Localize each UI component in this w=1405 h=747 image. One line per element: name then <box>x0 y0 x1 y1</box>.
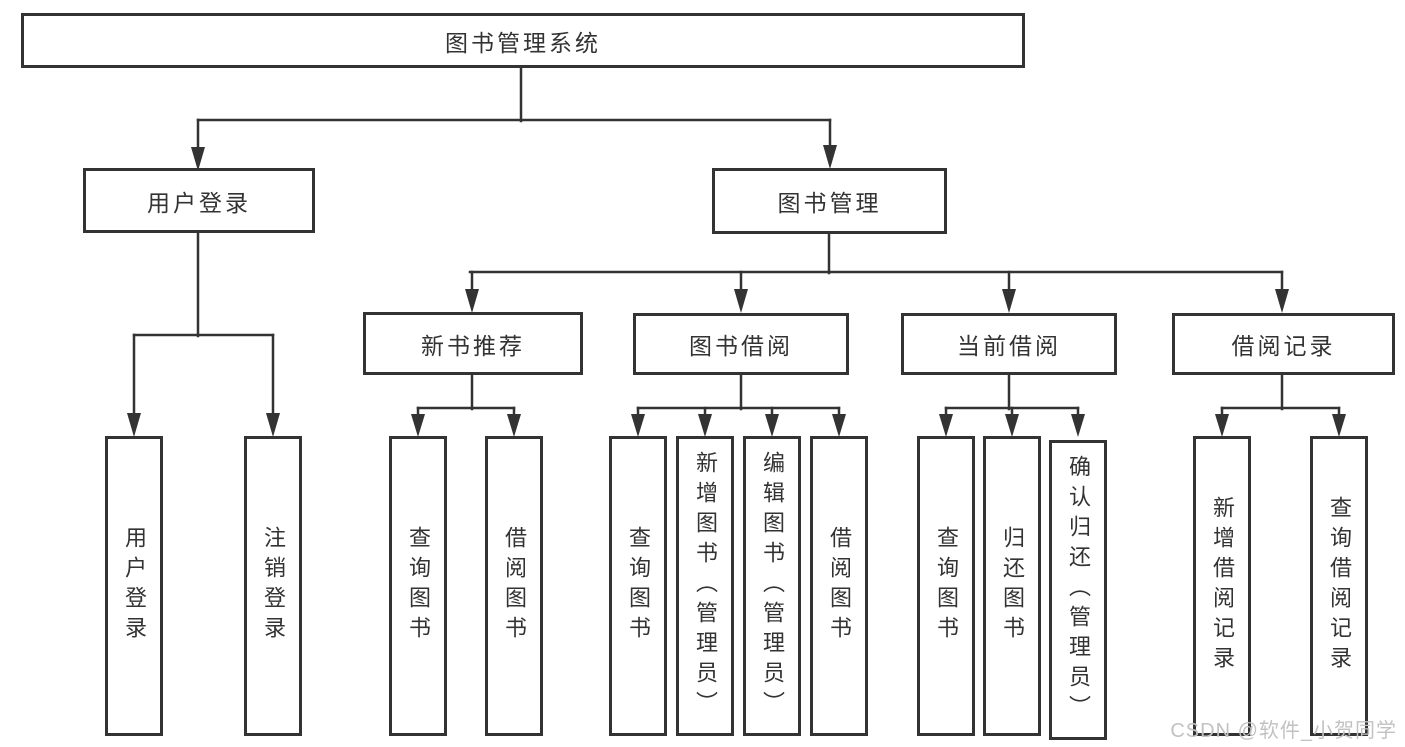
leaf-user-login: 用户登录 <box>105 436 163 736</box>
leaf-query-books-current: 查询图书 <box>917 436 975 736</box>
leaf-query-borrow-record-label: 查询借阅记录 <box>1327 496 1352 676</box>
leaf-query-books-borrow: 查询图书 <box>609 436 667 736</box>
leaf-return-books-label: 归还图书 <box>1000 526 1025 646</box>
node-book-management: 图书管理 <box>712 168 947 234</box>
node-new-book-recommend-label: 新书推荐 <box>421 332 525 359</box>
leaf-user-login-label: 用户登录 <box>122 526 147 646</box>
leaf-borrow-books-2: 借阅图书 <box>810 436 868 736</box>
node-user-login-label: 用户登录 <box>147 189 251 216</box>
watermark-text: CSDN @软件_小贺同学 <box>1170 720 1397 742</box>
node-user-login: 用户登录 <box>83 168 315 233</box>
leaf-query-borrow-record: 查询借阅记录 <box>1310 436 1368 736</box>
leaf-confirm-return-admin-label: 确认归还（管理员） <box>1066 455 1091 725</box>
leaf-query-books-recommend: 查询图书 <box>389 436 447 736</box>
node-book-borrow-label: 图书借阅 <box>689 333 793 359</box>
leaf-edit-book-admin-label: 编辑图书（管理员） <box>760 451 785 721</box>
leaf-borrow-books-2-label: 借阅图书 <box>827 526 852 646</box>
leaf-query-books-current-label: 查询图书 <box>934 526 959 646</box>
leaf-query-books-borrow-label: 查询图书 <box>626 526 651 646</box>
node-root-label: 图书管理系统 <box>445 29 601 56</box>
leaf-borrow-books-recommend: 借阅图书 <box>485 436 543 736</box>
leaf-add-book-admin: 新增图书（管理员） <box>676 436 734 736</box>
leaf-edit-book-admin: 编辑图书（管理员） <box>743 436 801 736</box>
leaf-query-books-recommend-label: 查询图书 <box>406 526 431 646</box>
leaf-logout-label: 注销登录 <box>261 526 286 646</box>
leaf-add-borrow-record-label: 新增借阅记录 <box>1210 496 1235 676</box>
node-root-system: 图书管理系统 <box>21 13 1025 68</box>
node-borrow-records: 借阅记录 <box>1172 313 1395 375</box>
node-book-management-label: 图书管理 <box>777 190 882 216</box>
node-current-borrow: 当前借阅 <box>901 313 1117 375</box>
leaf-logout: 注销登录 <box>244 436 302 736</box>
leaf-add-book-admin-label: 新增图书（管理员） <box>693 451 718 721</box>
leaf-return-books: 归还图书 <box>983 436 1041 736</box>
node-book-borrow: 图书借阅 <box>633 313 849 375</box>
leaf-borrow-books-recommend-label: 借阅图书 <box>502 526 527 646</box>
leaf-add-borrow-record: 新增借阅记录 <box>1193 436 1251 736</box>
leaf-confirm-return-admin: 确认归还（管理员） <box>1049 440 1107 740</box>
node-current-borrow-label: 当前借阅 <box>957 333 1061 359</box>
node-borrow-records-label: 借阅记录 <box>1231 333 1336 359</box>
node-new-book-recommend: 新书推荐 <box>363 312 583 375</box>
